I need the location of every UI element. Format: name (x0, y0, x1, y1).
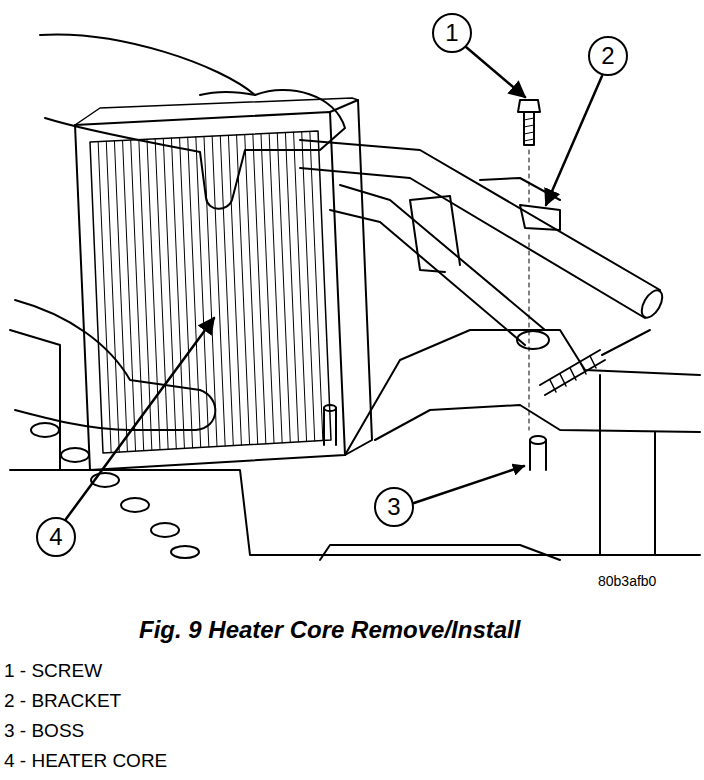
core-fin (123, 140, 136, 451)
cable-connector (540, 330, 650, 395)
figure-caption: Fig. 9 Heater Core Remove/Install (139, 616, 520, 643)
callout-number: 1 (445, 21, 458, 45)
callout-circle: 1 (432, 13, 472, 53)
core-fin (269, 133, 282, 442)
part-key: 2 - BRACKET (4, 690, 121, 711)
core-fin (302, 132, 315, 441)
part-key: 3 - BOSS (4, 720, 84, 741)
core-fin (155, 139, 168, 449)
callout-number: 2 (601, 44, 614, 68)
boss (324, 405, 546, 470)
core-fin (220, 136, 233, 446)
bracket (410, 196, 560, 272)
callout-circle: 3 (374, 487, 414, 527)
callout-number: 3 (387, 495, 400, 519)
core-fin (106, 141, 119, 452)
core-fin (245, 135, 258, 445)
core-fin (261, 134, 274, 444)
heater-tubes (300, 140, 666, 349)
core-fin (163, 138, 176, 448)
core-fin (228, 135, 241, 445)
core-fin (196, 137, 209, 447)
core-fin (212, 136, 225, 446)
core-fin (98, 142, 111, 453)
hand (15, 35, 345, 430)
heater-core (75, 98, 372, 470)
heater-housing (10, 330, 700, 560)
core-fin (237, 135, 250, 445)
core-fin (310, 131, 323, 440)
core-fin (114, 141, 127, 452)
core-fin (253, 134, 266, 444)
part-key: 1 - SCREW (4, 660, 102, 681)
core-fin (131, 140, 144, 451)
core-fin (171, 138, 184, 448)
core-fin (204, 137, 217, 447)
core-fin (188, 137, 201, 447)
core-fin (180, 138, 193, 448)
core-fins (98, 131, 323, 452)
figure-code: 80b3afb0 (598, 573, 656, 589)
screw (518, 100, 540, 430)
core-fin (147, 139, 160, 450)
callout-circle: 2 (588, 36, 628, 76)
callout-number: 4 (49, 525, 62, 549)
part-key: 4 - HEATER CORE (4, 750, 167, 771)
callout-circle: 4 (36, 517, 76, 557)
leader-arrows (66, 47, 602, 519)
core-fin (294, 132, 307, 441)
core-fin (285, 133, 298, 442)
core-fin (277, 133, 290, 442)
